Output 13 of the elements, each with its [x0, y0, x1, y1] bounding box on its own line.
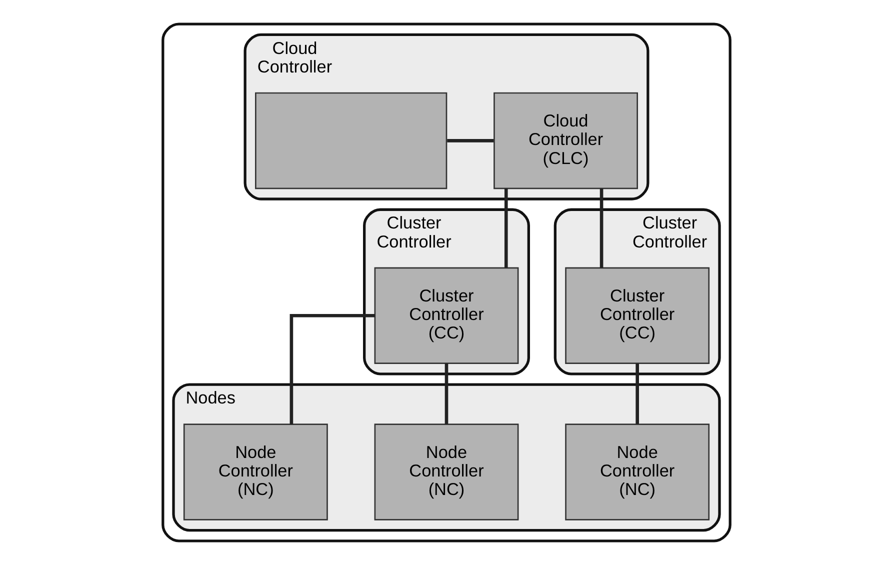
- connector: [446, 139, 494, 142]
- connector: [289, 314, 374, 424]
- node-box: Node Controller (NC): [564, 424, 710, 520]
- node-box: Cloud Controller (CLC): [493, 92, 638, 190]
- cluster: [161, 22, 731, 542]
- node-box: Cluster Controller (CC): [374, 267, 518, 364]
- node-box: Cluster Controller (CC): [564, 267, 710, 364]
- node-box: Node Controller (NC): [182, 424, 328, 520]
- connector: [444, 363, 448, 424]
- connector: [635, 363, 638, 424]
- node-box: Node Controller (NC): [374, 424, 518, 520]
- connector: [599, 188, 603, 268]
- node-box: [254, 92, 447, 190]
